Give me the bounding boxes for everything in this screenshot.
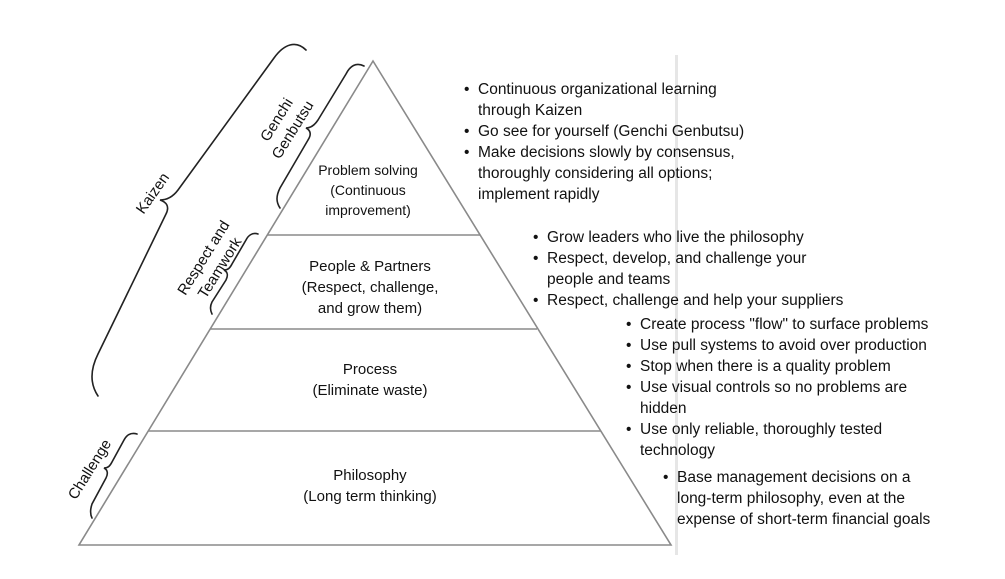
process-bullets: Create process "flow" to surface problem… — [624, 314, 928, 461]
bullet-continuation: thoroughly considering all options; — [478, 165, 713, 182]
bullet-item: Continuous organizational learning — [462, 79, 744, 100]
bullet-item: Respect, challenge and help your supplie… — [531, 290, 843, 311]
layer-process-line1: Process — [342, 361, 398, 378]
challenge-brace — [89, 432, 138, 519]
layer-problem-solving-line3: improvement) — [325, 202, 411, 218]
layer-philosophy-line2: (Long term thinking) — [303, 488, 437, 505]
bullet-continuation: technology — [640, 442, 715, 459]
bullet-continuation: through Kaizen — [478, 102, 583, 119]
layer-problem-solving-line2: (Continuous — [330, 182, 406, 198]
bullet-continuation: people and teams — [547, 271, 671, 288]
layer-process-line2: (Eliminate waste) — [312, 382, 428, 399]
problem-solving-bullets: Continuous organizational learning throu… — [462, 79, 744, 205]
respect-brace — [209, 232, 259, 315]
bullet-item: Use visual controls so no problems are — [624, 377, 928, 398]
bullet-item: Go see for yourself (Genchi Genbutsu) — [462, 121, 744, 142]
layer-people-partners: People & Partners (Respect, challenge, a… — [280, 256, 460, 319]
bullet-continuation: long-term philosophy, even at the — [677, 490, 906, 507]
layer-philosophy-line1: Philosophy — [333, 467, 407, 484]
layer-people-line3: and grow them) — [317, 300, 423, 317]
people-bullets: Grow leaders who live the philosophy Res… — [531, 227, 843, 311]
layer-problem-solving: Problem solving (Continuous improvement) — [288, 160, 448, 220]
bullet-item: Respect, develop, and challenge your — [531, 248, 843, 269]
layer-people-line1: People & Partners — [309, 258, 431, 275]
bullet-item: Grow leaders who live the philosophy — [531, 227, 843, 248]
bullet-continuation: implement rapidly — [478, 186, 600, 203]
bullet-item: Base management decisions on a — [661, 467, 930, 488]
bullet-item: Use pull systems to avoid over productio… — [624, 335, 928, 356]
layer-philosophy: Philosophy (Long term thinking) — [270, 465, 470, 507]
bullet-item: Create process "flow" to surface problem… — [624, 314, 928, 335]
pyramid-outline — [77, 59, 673, 546]
philosophy-bullets: Base management decisions on a long-term… — [661, 467, 930, 530]
genchi-brace — [276, 63, 365, 209]
bullet-continuation: expense of short-term financial goals — [677, 511, 931, 528]
bullet-continuation: hidden — [640, 400, 687, 417]
kaizen-brace — [91, 43, 307, 397]
layer-people-line2: (Respect, challenge, — [301, 279, 439, 296]
bullet-item: Make decisions slowly by consensus, — [462, 142, 744, 163]
bullet-item: Stop when there is a quality problem — [624, 356, 928, 377]
bullet-item: Use only reliable, thoroughly tested — [624, 419, 928, 440]
layer-process: Process (Eliminate waste) — [280, 359, 460, 401]
layer-problem-solving-line1: Problem solving — [318, 162, 418, 178]
